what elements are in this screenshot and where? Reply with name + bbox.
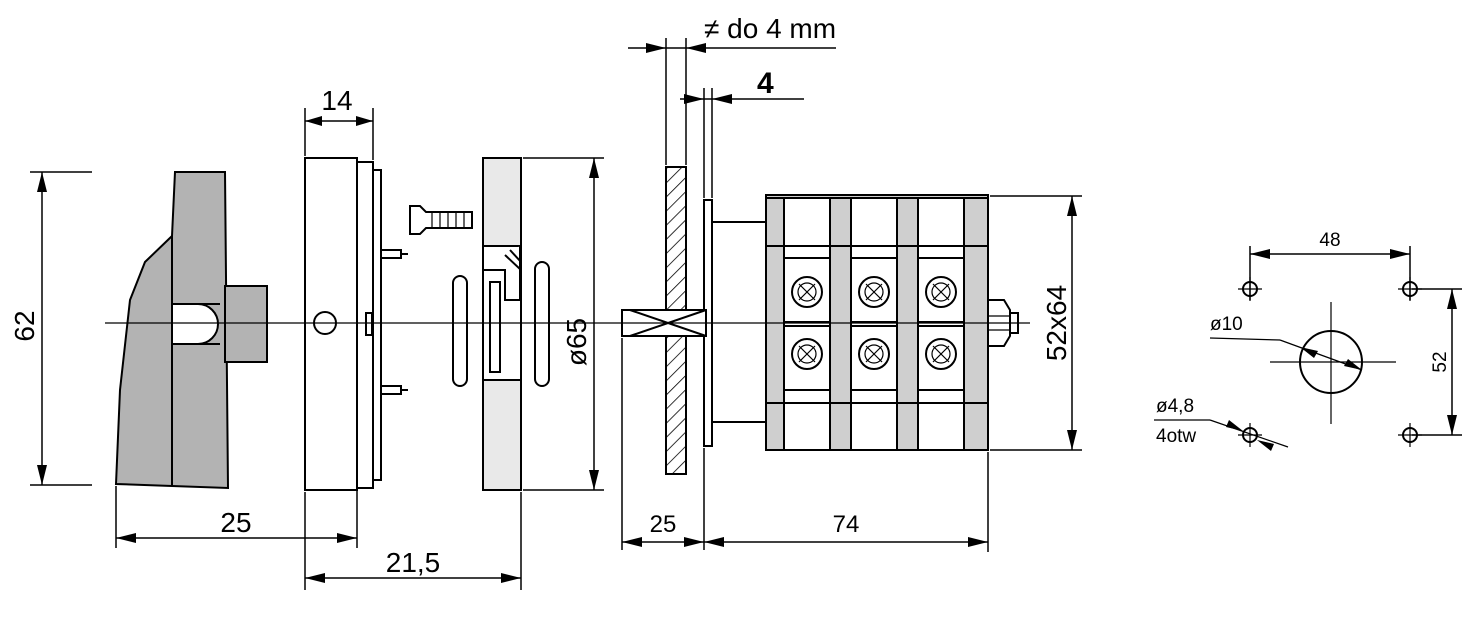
- cover-plate: [304, 157, 408, 491]
- dim-label-62: 62: [9, 310, 40, 341]
- dim-body-section: 52x64: [990, 195, 1082, 451]
- terminal-screw: [858, 338, 890, 370]
- dim-handle-height: 62: [9, 171, 92, 486]
- screw: [409, 205, 473, 235]
- flange: [482, 157, 522, 491]
- center-hole: [1270, 302, 1396, 424]
- handle: [114, 171, 268, 490]
- dim-body-length: 74: [704, 452, 989, 552]
- dim-label-14: 14: [321, 85, 352, 116]
- dim-label-21-5: 21,5: [386, 547, 441, 578]
- terminal-screw: [791, 338, 823, 370]
- dim-plate-thickness: 4: [680, 67, 804, 198]
- dim-label-74: 74: [833, 511, 860, 538]
- terminal-screws-top: [791, 276, 957, 308]
- mounting-pattern: 48 52: [1154, 230, 1462, 451]
- mount-hole: [1398, 423, 1422, 447]
- terminal-screws-bottom: [791, 338, 957, 370]
- terminal-screw: [925, 338, 957, 370]
- terminal-screw: [791, 276, 823, 308]
- terminal-screw: [925, 276, 957, 308]
- dim-label-48: 48: [1319, 230, 1340, 251]
- dim-label-4otw: 4otw: [1156, 426, 1196, 447]
- dim-flange-offset: 21,5: [304, 492, 522, 590]
- dim-label-25-shaft: 25: [650, 511, 677, 538]
- terminal-screw: [858, 276, 890, 308]
- dim-handle-depth: 25: [115, 486, 358, 548]
- o-ring-left: [452, 275, 468, 387]
- mount-hole: [1238, 277, 1262, 301]
- o-ring-right: [534, 261, 550, 387]
- mount-hole: [1238, 423, 1262, 447]
- dim-cover-width: 14: [304, 85, 374, 160]
- dim-label-25-handle: 25: [220, 507, 251, 538]
- dim-label-4: 4: [757, 67, 774, 100]
- dim-label-ø10: ø10: [1210, 314, 1243, 335]
- dim-panel-thickness: ≠ do 4 mm: [628, 13, 836, 165]
- dim-shaft-length: 25: [621, 338, 705, 550]
- dim-flange-diameter: ø65: [523, 157, 604, 491]
- dim-label-panel-note: ≠ do 4 mm: [704, 13, 836, 44]
- dim-label-ø65: ø65: [561, 318, 592, 366]
- dim-label-52x64: 52x64: [1041, 285, 1072, 361]
- dim-label-ø4-8: ø4,8: [1156, 396, 1194, 417]
- dim-label-52: 52: [1430, 351, 1451, 372]
- mount-hole: [1398, 277, 1422, 301]
